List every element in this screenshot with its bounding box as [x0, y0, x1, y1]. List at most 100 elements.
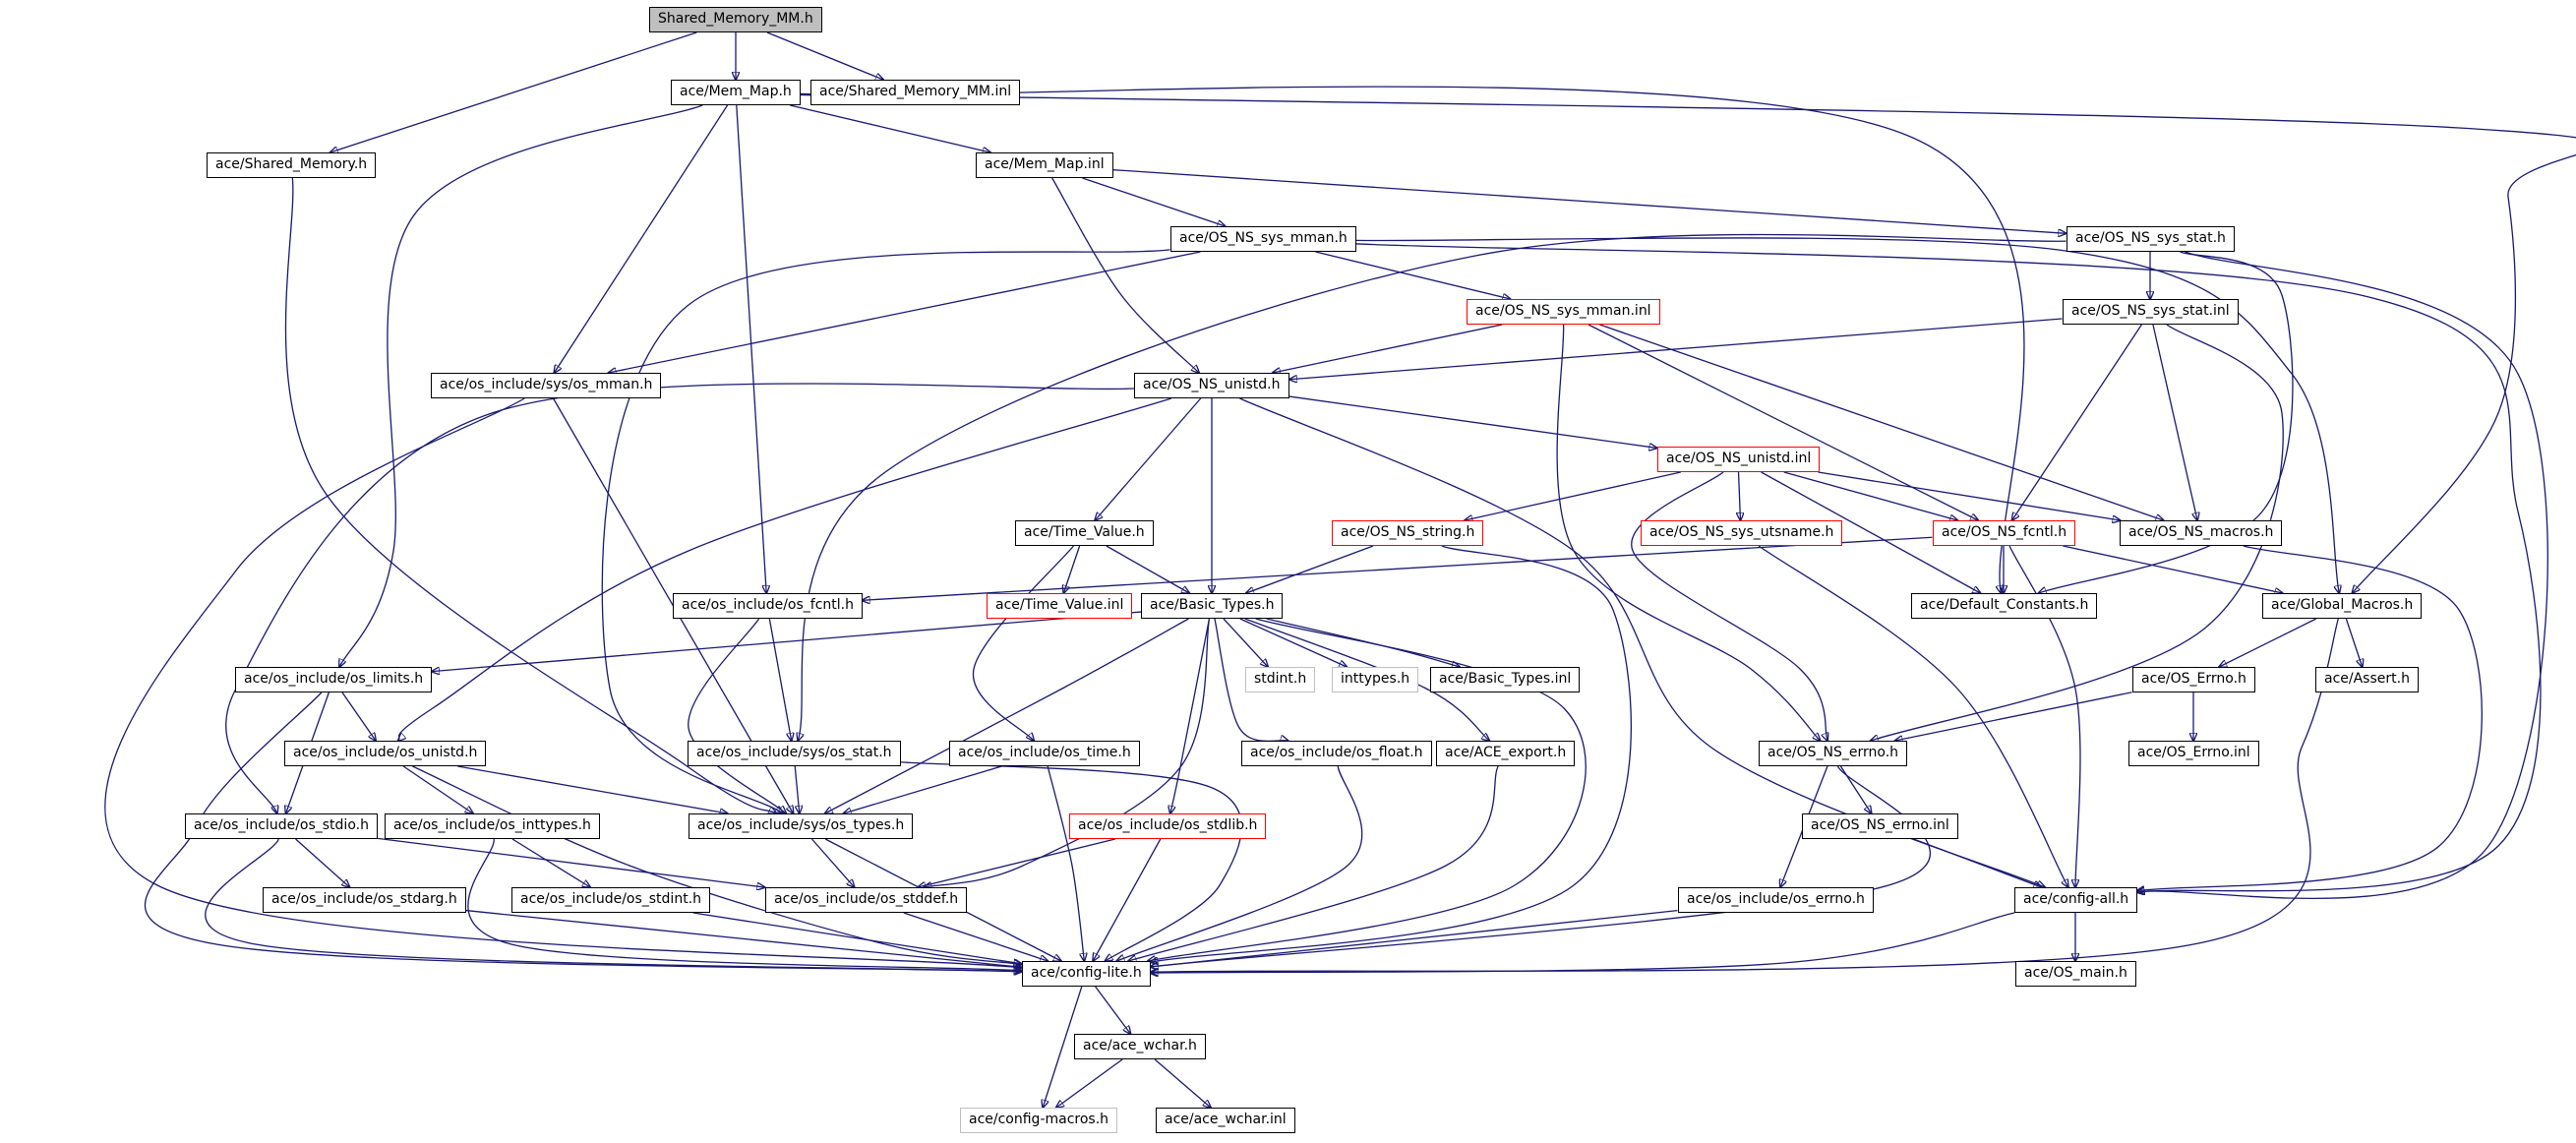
- graph-node-basic-types-h[interactable]: ace/Basic_Types.h: [1141, 593, 1284, 619]
- edge-mem-map-inl-to-os-ns-unistd-h: [1051, 177, 1199, 373]
- edge-os-stdio-h-to-os-stddef-h: [377, 837, 765, 887]
- edge-os-ns-unistd-inl-to-os-ns-sys-utsname-h: [1739, 471, 1741, 520]
- graph-node-os-stdint-h[interactable]: ace/os_include/os_stdint.h: [511, 887, 711, 913]
- graph-node-os-time-h[interactable]: ace/os_include/os_time.h: [949, 741, 1140, 766]
- edge-sys-os-stat-h-to-sys-os-types-h: [794, 765, 800, 813]
- edge-os-ns-unistd-inl-to-os-ns-macros-h: [1818, 471, 2120, 520]
- graph-node-os-limits-h[interactable]: ace/os_include/os_limits.h: [235, 667, 433, 692]
- graph-node-ace-export-h[interactable]: ace/ACE_export.h: [1436, 741, 1576, 766]
- edge-sys-os-mman-h-to-config-lite-h: [104, 397, 1022, 968]
- edge-os-stdlib-h-to-os-stddef-h: [918, 838, 1115, 887]
- graph-node-basic-types-inl[interactable]: ace/Basic_Types.inl: [1430, 667, 1581, 692]
- edge-os-ns-unistd-h-to-os-unistd-h: [398, 397, 1172, 741]
- graph-node-mem-map-h[interactable]: ace/Mem_Map.h: [671, 80, 801, 105]
- edge-basic-types-h-to-os-limits-h: [432, 611, 1142, 672]
- graph-node-os-stddef-h[interactable]: ace/os_include/os_stddef.h: [765, 887, 968, 913]
- graph-node-os-ns-errno-inl[interactable]: ace/OS_NS_errno.inl: [1802, 813, 1958, 839]
- edge-os-ns-unistd-h-to-os-stdio-h: [225, 383, 1135, 813]
- edge-shared-memory-mm-h-to-shared-memory-mm-inl: [766, 31, 883, 80]
- edge-os-fcntl-h-to-sys-os-types-h: [688, 618, 786, 813]
- graph-node-os-stdio-h[interactable]: ace/os_include/os_stdio.h: [185, 813, 378, 839]
- graph-node-ace-wchar-inl[interactable]: ace/ace_wchar.inl: [1156, 1108, 1295, 1133]
- edge-os-ns-sys-mman-inl-to-os-ns-macros-h: [1599, 324, 2163, 520]
- graph-node-config-lite-h[interactable]: ace/config-lite.h: [1022, 961, 1151, 987]
- graph-node-config-macros-h[interactable]: ace/config-macros.h: [960, 1108, 1118, 1133]
- edge-mem-map-h-to-os-limits-h: [339, 104, 703, 667]
- edge-os-ns-unistd-inl-to-os-ns-errno-h: [1631, 471, 1827, 741]
- edge-os-time-h-to-sys-os-types-h: [844, 765, 1002, 813]
- graph-node-shared-memory-mm-inl[interactable]: ace/Shared_Memory_MM.inl: [810, 80, 1021, 105]
- edge-os-ns-sys-mman-inl-to-os-ns-unistd-h: [1273, 324, 1503, 373]
- edge-mem-map-inl-to-os-ns-sys-stat-h: [1112, 169, 2067, 234]
- graph-node-shared-memory-h[interactable]: ace/Shared_Memory.h: [207, 152, 377, 178]
- edge-os-include-os-errno-h-to-config-lite-h: [1151, 909, 1678, 967]
- graph-node-sys-os-types-h[interactable]: ace/os_include/sys/os_types.h: [689, 813, 914, 839]
- graph-node-os-errno-inl[interactable]: ace/OS_Errno.inl: [2128, 741, 2259, 766]
- graph-node-stdint-h[interactable]: stdint.h: [1245, 667, 1316, 692]
- edge-basic-types-h-to-stdint-h: [1223, 618, 1268, 667]
- edge-shared-memory-mm-h-to-shared-memory-h: [330, 31, 697, 152]
- edge-os-ns-unistd-inl-to-default-constants-h: [1761, 471, 1981, 593]
- graph-node-sys-os-stat-h[interactable]: ace/os_include/sys/os_stat.h: [688, 741, 901, 766]
- edge-os-ns-string-h-to-basic-types-h: [1246, 545, 1374, 593]
- edge-os-ns-sys-stat-h-to-config-all-h: [2137, 251, 2548, 900]
- edge-os-ns-fcntl-h-to-os-fcntl-h: [863, 536, 1933, 600]
- graph-node-time-value-inl[interactable]: ace/Time_Value.inl: [987, 593, 1133, 619]
- graph-node-assert-h[interactable]: ace/Assert.h: [2315, 667, 2419, 692]
- graph-node-os-float-h[interactable]: ace/os_include/os_float.h: [1241, 741, 1432, 766]
- edge-os-ns-unistd-h-to-os-ns-unistd-inl: [1288, 395, 1657, 448]
- graph-node-shared-memory-mm-h[interactable]: Shared_Memory_MM.h: [649, 7, 822, 32]
- graph-node-os-ns-unistd-inl[interactable]: ace/OS_NS_unistd.inl: [1657, 447, 1821, 472]
- graph-node-os-ns-sys-stat-inl[interactable]: ace/OS_NS_sys_stat.inl: [2063, 299, 2239, 325]
- graph-node-os-ns-sys-utsname-h[interactable]: ace/OS_NS_sys_utsname.h: [1641, 520, 1843, 546]
- edge-os-unistd-h-to-config-lite-h: [412, 765, 1021, 964]
- graph-node-os-fcntl-h[interactable]: ace/os_include/os_fcntl.h: [673, 593, 863, 619]
- graph-node-config-all-h[interactable]: ace/config-all.h: [2014, 887, 2138, 913]
- graph-node-default-constants-h[interactable]: ace/Default_Constants.h: [1911, 593, 2098, 619]
- graph-node-os-ns-macros-h[interactable]: ace/OS_NS_macros.h: [2120, 520, 2283, 546]
- edge-os-ns-sys-mman-inl-to-os-ns-fcntl-h: [1588, 324, 1978, 520]
- graph-node-os-ns-sys-stat-h[interactable]: ace/OS_NS_sys_stat.h: [2067, 226, 2235, 252]
- edge-os-ns-unistd-h-to-time-value-h: [1095, 397, 1202, 520]
- edge-config-lite-h-to-ace-wchar-h: [1095, 986, 1131, 1034]
- edge-sys-os-types-h-to-os-stddef-h: [810, 838, 854, 887]
- graph-node-ace-wchar-h[interactable]: ace/ace_wchar.h: [1074, 1034, 1206, 1059]
- graph-node-os-stdarg-h[interactable]: ace/os_include/os_stdarg.h: [263, 887, 466, 913]
- graph-node-os-ns-sys-mman-h[interactable]: ace/OS_NS_sys_mman.h: [1170, 226, 1356, 252]
- edge-time-value-h-to-os-time-h: [973, 545, 1074, 741]
- graph-node-sys-os-mman-h[interactable]: ace/os_include/sys/os_mman.h: [431, 373, 662, 398]
- graph-node-os-ns-string-h[interactable]: ace/OS_NS_string.h: [1332, 520, 1484, 546]
- edge-os-ns-fcntl-h-to-config-all-h: [2008, 545, 2081, 887]
- edge-os-errno-h-to-os-ns-errno-h: [1895, 692, 2132, 741]
- edge-os-ns-macros-h-to-config-all-h: [2137, 545, 2483, 891]
- edge-os-inttypes-h-to-config-lite-h: [467, 838, 1022, 971]
- graph-node-time-value-h[interactable]: ace/Time_Value.h: [1015, 520, 1154, 546]
- graph-node-os-unistd-h[interactable]: ace/os_include/os_unistd.h: [284, 741, 487, 766]
- edge-os-ns-sys-mman-inl-to-os-ns-errno-h: [1556, 324, 1820, 741]
- edge-ace-export-h-to-config-lite-h: [1128, 765, 1499, 961]
- edge-os-stdarg-h-to-config-lite-h: [465, 909, 1022, 968]
- graph-node-mem-map-inl[interactable]: ace/Mem_Map.inl: [976, 152, 1113, 178]
- graph-node-os-errno-h[interactable]: ace/OS_Errno.h: [2132, 667, 2255, 692]
- edge-mem-map-h-to-sys-os-mman-h: [554, 104, 729, 373]
- edge-global-macros-h-to-os-errno-h: [2219, 618, 2317, 667]
- edge-mem-map-h-to-global-macros-h: [800, 92, 2576, 593]
- graph-node-os-ns-unistd-h[interactable]: ace/OS_NS_unistd.h: [1134, 373, 1289, 398]
- graph-node-global-macros-h[interactable]: ace/Global_Macros.h: [2262, 593, 2423, 619]
- graph-node-os-inttypes-h[interactable]: ace/os_include/os_inttypes.h: [385, 813, 600, 839]
- edge-basic-types-h-to-os-stdlib-h: [1170, 618, 1211, 813]
- graph-node-os-ns-fcntl-h[interactable]: ace/OS_NS_fcntl.h: [1933, 520, 2076, 546]
- graph-node-os-main-h[interactable]: ace/OS_main.h: [2015, 961, 2136, 987]
- edge-os-unistd-h-to-os-inttypes-h: [402, 765, 473, 813]
- edge-time-value-h-to-time-value-inl: [1063, 545, 1081, 593]
- graph-node-inttypes-h[interactable]: inttypes.h: [1332, 667, 1419, 692]
- edge-mem-map-h-to-os-fcntl-h: [736, 104, 766, 593]
- edge-os-stdio-h-to-os-stdarg-h: [295, 838, 350, 887]
- graph-node-os-ns-errno-h[interactable]: ace/OS_NS_errno.h: [1759, 741, 1908, 766]
- graph-node-os-ns-sys-mman-inl[interactable]: ace/OS_NS_sys_mman.inl: [1467, 299, 1660, 325]
- graph-node-os-stdlib-h[interactable]: ace/os_include/os_stdlib.h: [1069, 813, 1267, 839]
- edge-os-ns-sys-mman-h-to-sys-os-types-h: [601, 249, 1170, 813]
- graph-node-os-include-os-errno-h[interactable]: ace/os_include/os_errno.h: [1678, 887, 1874, 913]
